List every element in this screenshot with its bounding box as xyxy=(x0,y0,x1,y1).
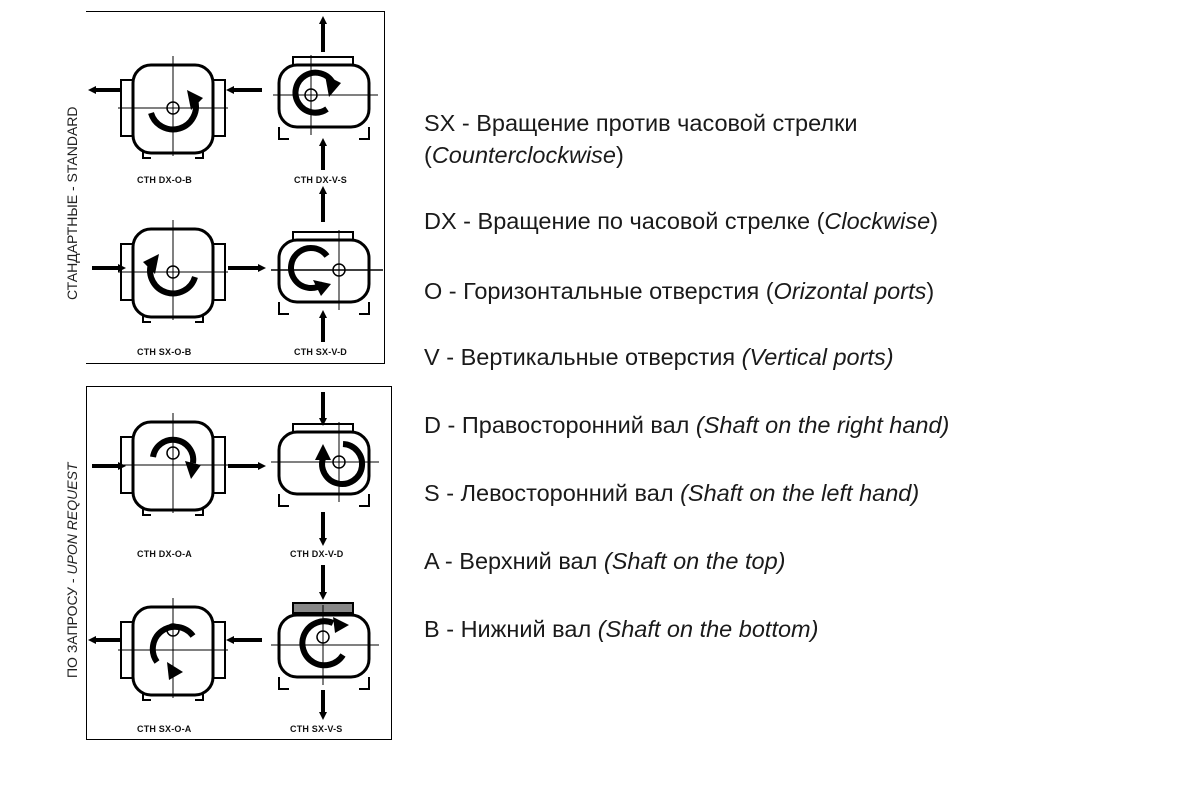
legend-ru: - Вращение против часовой стрелки xyxy=(455,110,858,136)
legend-en: (Shaft on the top) xyxy=(603,548,786,574)
pump-dx-v-d xyxy=(271,422,379,507)
standard-panel xyxy=(86,11,385,364)
caption-sx-v-d: CTH SX-V-D xyxy=(294,347,348,357)
legend-code: V xyxy=(424,344,440,370)
legend-item-o: O - Горизонтальные отверстия (Orizontal … xyxy=(424,276,934,306)
caption-dx-v-d: CTH DX-V-D xyxy=(290,549,344,559)
legend-en-post: ) xyxy=(930,208,939,234)
legend-item-b: B - Нижний вал (Shaft on the bottom) xyxy=(424,614,818,644)
pump-sx-o-b xyxy=(118,220,228,323)
legend-item-dx: DX - Вращение по часовой стрелке (Clockw… xyxy=(424,206,938,236)
legend-en: Orizontal ports xyxy=(773,278,927,304)
legend-code: S xyxy=(424,480,440,506)
legend-code: A xyxy=(424,548,439,574)
legend-en-post: ) xyxy=(615,142,624,168)
pump-sx-v-d xyxy=(271,230,383,315)
legend-en-pre: ( xyxy=(816,208,825,234)
pump-sx-v-s xyxy=(271,602,379,690)
legend-code: O xyxy=(424,278,443,304)
legend-ru: - Правосторонний вал xyxy=(440,412,696,438)
caption-sx-o-a: CTH SX-O-A xyxy=(137,724,192,734)
legend-code: D xyxy=(424,412,441,438)
legend-item-sx-en: (Counterclockwise) xyxy=(424,140,624,170)
legend-en: Counterclockwise xyxy=(431,142,616,168)
pump-dx-v-s xyxy=(273,55,378,140)
legend-item-a: A - Верхний вал (Shaft on the top) xyxy=(424,546,785,576)
legend-en: (Vertical ports) xyxy=(741,344,894,370)
legend-ru: - Горизонтальные отверстия xyxy=(442,278,766,304)
caption-sx-v-s: CTH SX-V-S xyxy=(290,724,343,734)
request-panel xyxy=(86,386,392,740)
legend-en-post: ) xyxy=(926,278,935,304)
legend-en: (Shaft on the bottom) xyxy=(597,616,819,642)
legend-ru: - Верхний вал xyxy=(438,548,604,574)
pump-sx-o-a xyxy=(118,598,228,701)
caption-dx-v-s: CTH DX-V-S xyxy=(294,175,348,185)
legend-item-v: V - Вертикальные отверстия (Vertical por… xyxy=(424,342,894,372)
legend-ru: - Левосторонний вал xyxy=(439,480,681,506)
legend-ru: - Нижний вал xyxy=(439,616,598,642)
legend-en: (Shaft on the right hand) xyxy=(695,412,950,438)
legend-en-pre: ( xyxy=(424,142,432,168)
legend-item-sx: SX - Вращение против часовой стрелки xyxy=(424,108,858,138)
pump-dx-o-a xyxy=(118,413,228,516)
legend-item-s: S - Левосторонний вал (Shaft on the left… xyxy=(424,478,919,508)
legend-code: B xyxy=(424,616,440,642)
legend-ru: - Вращение по часовой стрелке xyxy=(456,208,817,234)
legend-code: DX xyxy=(424,208,457,234)
legend-en-pre: ( xyxy=(765,278,774,304)
caption-dx-o-a: CTH DX-O-A xyxy=(137,549,192,559)
caption-dx-o-b: CTH DX-O-B xyxy=(137,175,192,185)
legend-item-d: D - Правосторонний вал (Shaft on the rig… xyxy=(424,410,949,440)
caption-sx-o-b: CTH SX-O-B xyxy=(137,347,192,357)
legend-ru: - Вертикальные отверстия xyxy=(439,344,742,370)
legend-en: (Shaft on the left hand) xyxy=(680,480,920,506)
legend-en: Clockwise xyxy=(824,208,931,234)
legend-code: SX xyxy=(424,110,456,136)
pump-dx-o-b xyxy=(118,56,228,159)
